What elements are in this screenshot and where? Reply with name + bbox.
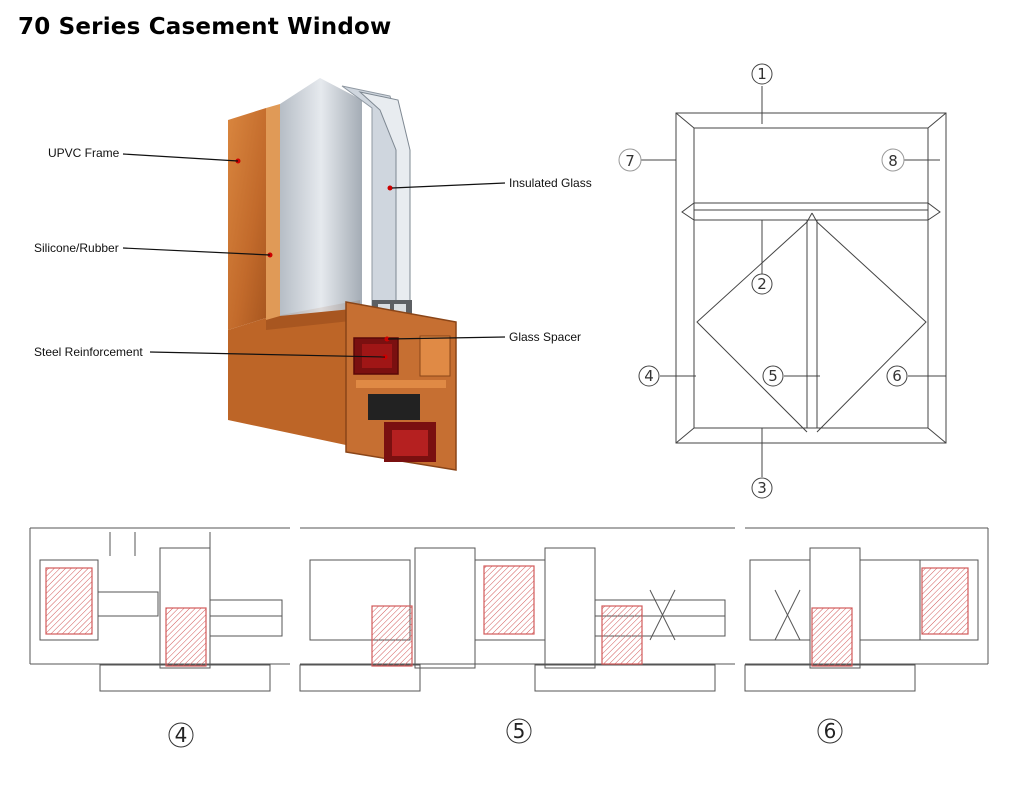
elevation-markers bbox=[618, 63, 908, 499]
callout-insulated-glass: Insulated Glass bbox=[509, 176, 592, 190]
reinforcement-chambers bbox=[45, 565, 969, 667]
marker-2: 2 bbox=[757, 275, 767, 293]
section-label-6: 6 bbox=[824, 719, 837, 743]
section-label-circles bbox=[168, 718, 843, 748]
upvc-frame-bottom bbox=[228, 318, 360, 448]
marker-4: 4 bbox=[644, 367, 654, 385]
section-label-5: 5 bbox=[513, 719, 526, 743]
callout-lines bbox=[122, 153, 506, 358]
cutaway-illustration bbox=[228, 78, 457, 471]
page-title: 70 Series Casement Window bbox=[18, 14, 392, 40]
steel-reinforcement bbox=[362, 344, 392, 368]
marker-6: 6 bbox=[892, 367, 902, 385]
upvc-frame-vertical bbox=[228, 108, 266, 330]
callout-upvc-frame: UPVC Frame bbox=[48, 146, 120, 160]
callout-silicone-rubber: Silicone/Rubber bbox=[34, 241, 119, 255]
marker-dot bbox=[387, 185, 393, 191]
window-elevation bbox=[641, 86, 947, 477]
callout-steel-reinforcement: Steel Reinforcement bbox=[34, 345, 143, 359]
marker-dot bbox=[384, 336, 390, 342]
section-5-profile bbox=[299, 547, 726, 692]
callout-glass-spacer: Glass Spacer bbox=[509, 330, 581, 344]
section-label-4: 4 bbox=[175, 723, 188, 747]
marker-3: 3 bbox=[757, 479, 767, 497]
marker-7: 7 bbox=[625, 152, 635, 170]
marker-5: 5 bbox=[768, 367, 778, 385]
marker-8: 8 bbox=[888, 152, 898, 170]
marker-1: 1 bbox=[757, 65, 767, 83]
glass-pane-rear bbox=[280, 78, 362, 316]
